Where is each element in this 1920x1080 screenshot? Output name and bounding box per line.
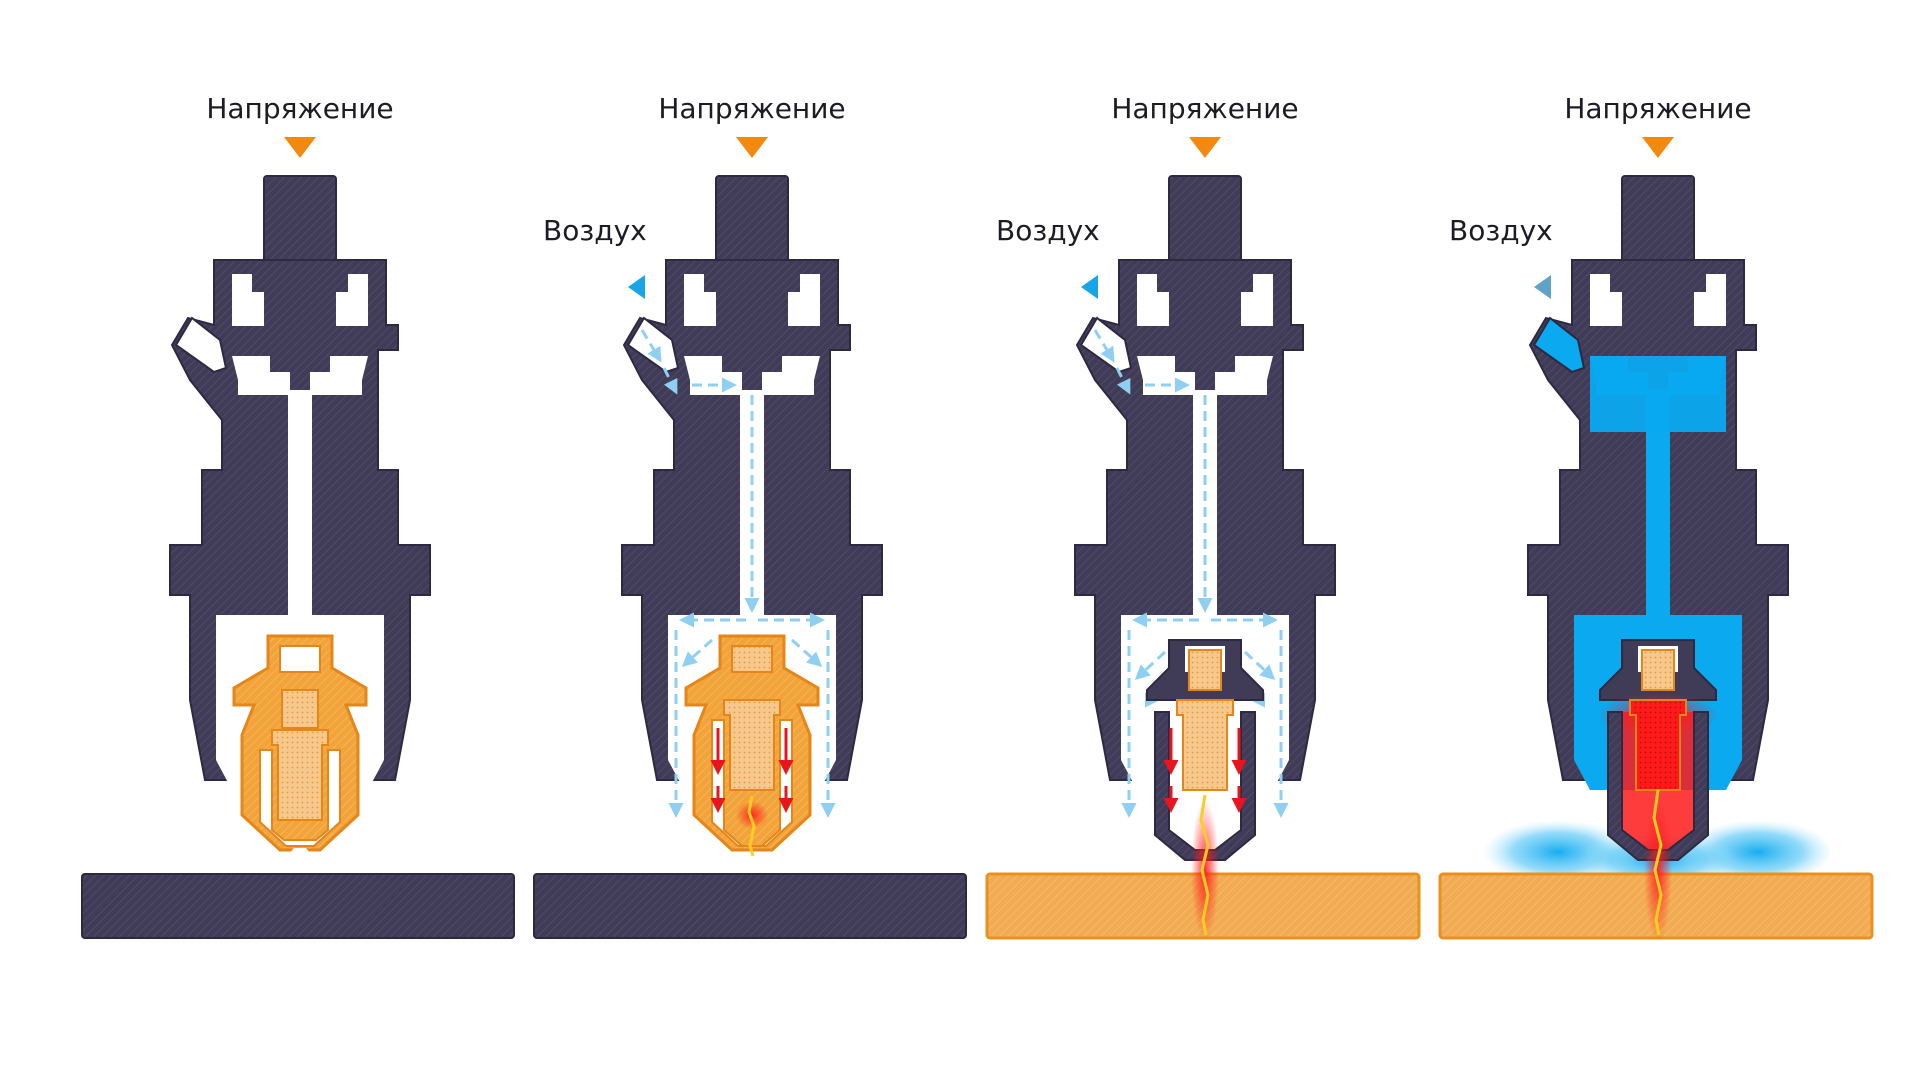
electrode (232, 634, 368, 858)
voltage-arrow-icon (736, 137, 768, 158)
electrode (1598, 639, 1718, 861)
air-arrow-icon (1081, 275, 1098, 299)
stage-4 (1438, 137, 1874, 942)
torch-body (1074, 175, 1336, 790)
red-arrows (710, 728, 794, 813)
voltage-arrow-icon (1642, 137, 1674, 158)
spark (736, 795, 768, 857)
spark (1191, 794, 1219, 940)
workpiece (533, 873, 967, 939)
voltage-label-1: Напряжение (206, 92, 394, 125)
workpiece (81, 873, 515, 939)
stage-1 (81, 137, 515, 939)
air-arrow-icon (1534, 275, 1551, 299)
air-arrow-icon (628, 275, 645, 299)
voltage-arrow-icon (284, 137, 316, 158)
air-label-4: Воздух (1449, 214, 1553, 247)
voltage-label-4: Напряжение (1564, 92, 1752, 125)
stage-3 (985, 137, 1421, 940)
air-flow-arrows (640, 329, 836, 818)
voltage-label-3: Напряжение (1111, 92, 1299, 125)
red-arrows (1163, 728, 1247, 813)
torch-body (1527, 175, 1789, 790)
electrode (1146, 639, 1264, 861)
air-label-2: Воздух (543, 214, 647, 247)
voltage-label-2: Напряжение (658, 92, 846, 125)
air-flow-arrows (1093, 329, 1289, 818)
stage-2 (533, 137, 967, 939)
spark (1644, 789, 1672, 942)
voltage-arrow-icon (1189, 137, 1221, 158)
air-label-3: Воздух (996, 214, 1100, 247)
